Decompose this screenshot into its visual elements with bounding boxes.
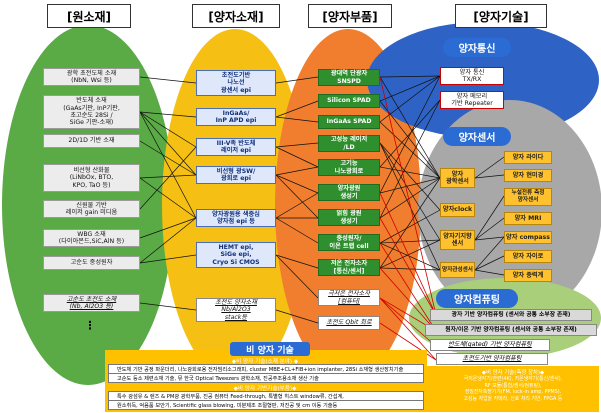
- non-quantum-part-band-2: 원소취득, 억음품 보안기, Scientific glass blowing,…: [108, 400, 424, 410]
- sensor-item-gravimeter: 양자 중력계: [504, 269, 552, 282]
- header-raw-material: [원소재]: [47, 4, 131, 28]
- part-item-snspd: 광대역 단광자 SNSPD: [318, 69, 380, 86]
- sensor-item-gyro: 양자 자이로: [504, 250, 552, 263]
- sensor-item-leakage: 누설전류 측정 양자센서: [504, 188, 552, 206]
- group-quantum-computing: 양자컴퓨팅: [436, 289, 518, 308]
- part-item-cryo-electronics-computer: 극저온 전자소자 [컴퓨터]: [318, 289, 380, 306]
- sensor-item-lidar: 양자 라이다: [504, 151, 552, 164]
- part-item-laser-ld: 고성능 레이저 /LD: [318, 135, 380, 152]
- part-item-ingaas-spad: InGaAs SPAD: [318, 115, 380, 129]
- raw-item-laser-gain: 신원물 기반 레이저 gain 미디움: [43, 200, 140, 218]
- part-item-silicon-spad: Silicon SPAD: [318, 94, 380, 108]
- material-item-superconducting-stack: 초전도 양자소재 Nb/Al2O3 stack등: [196, 298, 276, 322]
- group-quantum-sensor: 양자센서: [443, 127, 511, 146]
- computing-item-atom-ion: 원자/이온 기반 양자컴퓨팅 (센서와 공통 소부장 존재): [425, 324, 597, 336]
- material-item-hemt-sige: HEMT epi, SiGe epi, Cryo Si CMOS: [196, 242, 276, 268]
- non-quantum-title: 비 양자 기술: [230, 342, 310, 356]
- material-item-nonlinear-optical: 비선형 광SW/ 광회로 epi: [196, 166, 276, 184]
- non-quantum-sub1: ◆비 양자 기술(소재 분야) ◆: [231, 359, 299, 365]
- raw-item-optical-superconductor: 광학 초전도체 소재 (NbN, Wsi 등): [43, 68, 140, 86]
- sensor-item-magnetic: 양자기지향 센서: [440, 230, 475, 250]
- raw-item-2d-1d: 2D/1D 기반 소재: [43, 134, 140, 148]
- material-item-color-center: 양자광원용 색중심 양자점 epi 등: [196, 209, 276, 227]
- sensor-item-microscope: 양자 현미경: [504, 169, 552, 182]
- non-quantum-right-title: ◆비 양자 기술(측정 장치)◆: [481, 370, 545, 376]
- comm-item-repeater: 양자 메모리 기반 Repeater: [440, 91, 504, 109]
- computing-item-semiconductor: 반도체(gated) 기반 양자컴퓨팅: [430, 339, 550, 351]
- group-quantum-comm: 양자통신: [443, 38, 511, 57]
- raw-item-ellipsis: ⋮: [84, 319, 96, 333]
- part-item-cryo-electronics-comm: 저온 전자소자 [통신/센서]: [318, 259, 380, 276]
- part-item-nano-optical-circuit: 고기능 나노광회로: [318, 159, 380, 176]
- header-quantum-tech: [양자기술]: [455, 4, 547, 28]
- raw-item-nonlinear-oxide: 비선형 산화물 (LiNbOx, BTO, KPO, TaO 등): [43, 164, 140, 192]
- non-quantum-material-band-2: 고순도 등소 제련소재 기술, 뮤 한국 Optical Tweezers 광학…: [108, 373, 424, 383]
- header-quantum-material: [양자소재]: [192, 4, 280, 28]
- comm-item-txrx: 양자 통신 TX/RX: [440, 67, 504, 85]
- material-item-superconducting-nanowire: 초전도기반 나노선 광센서 epi: [196, 70, 276, 96]
- connector-lines: [139, 75, 505, 324]
- part-item-quantum-light-source: 양자광원 생성기: [318, 184, 380, 201]
- computing-item-superconducting: 초전도기반 양자컴퓨팅: [436, 353, 548, 365]
- sensor-item-inertial: 양자관성센서: [440, 262, 475, 278]
- computing-item-photonic: 광자 기반 양자컴퓨팅 (센서와 공통 소부장 존재): [430, 309, 592, 321]
- material-item-iii-v-laser: III-V족 반도체 레이저 epi: [196, 138, 276, 156]
- non-quantum-right-text: 극저온냉각기/관련(4K), 저온냉각기(통신/센서), RF 모듈(통합/센서…: [463, 376, 563, 402]
- raw-item-neutral-atom: 고순도 중성원자: [43, 256, 140, 270]
- material-item-ingaas-apd: InGaAs/ InP APD epi: [196, 108, 276, 126]
- red-connector-lines: [379, 76, 437, 361]
- header-quantum-part: [양자부품]: [308, 4, 392, 28]
- raw-item-superconductor-material: 고순도 초전도 소재 (Nb, Al2O3 등): [43, 294, 140, 312]
- raw-item-semiconductor: 반도체 소재 (GaAs기판, InP기판, 초고순도 28Si / SiGe …: [43, 95, 140, 129]
- raw-item-wbg: WBG 소재 (다이아몬드,SiC,AlN 등): [43, 229, 140, 247]
- sensor-item-compass: 양자 compass: [504, 231, 552, 244]
- part-item-ion-trap-cell: 중성원자/ 이온 트랩 cell: [318, 234, 380, 251]
- quantum-part-ellipse: [275, 29, 421, 381]
- part-item-entangled-source: 얽힘 광원 생성기: [318, 209, 380, 226]
- non-quantum-panel-right: [427, 366, 599, 412]
- sensor-item-mri: 양자 MRI: [504, 212, 552, 225]
- part-item-superconducting-qbit: 초전도 Qbit 회로: [318, 316, 380, 330]
- sensor-item-optical: 양자 광학센서: [440, 168, 475, 188]
- sensor-item-clock: 양자clock: [440, 203, 475, 217]
- non-quantum-sub2: ◆비 양자 기반기술(부품)◆: [233, 386, 297, 392]
